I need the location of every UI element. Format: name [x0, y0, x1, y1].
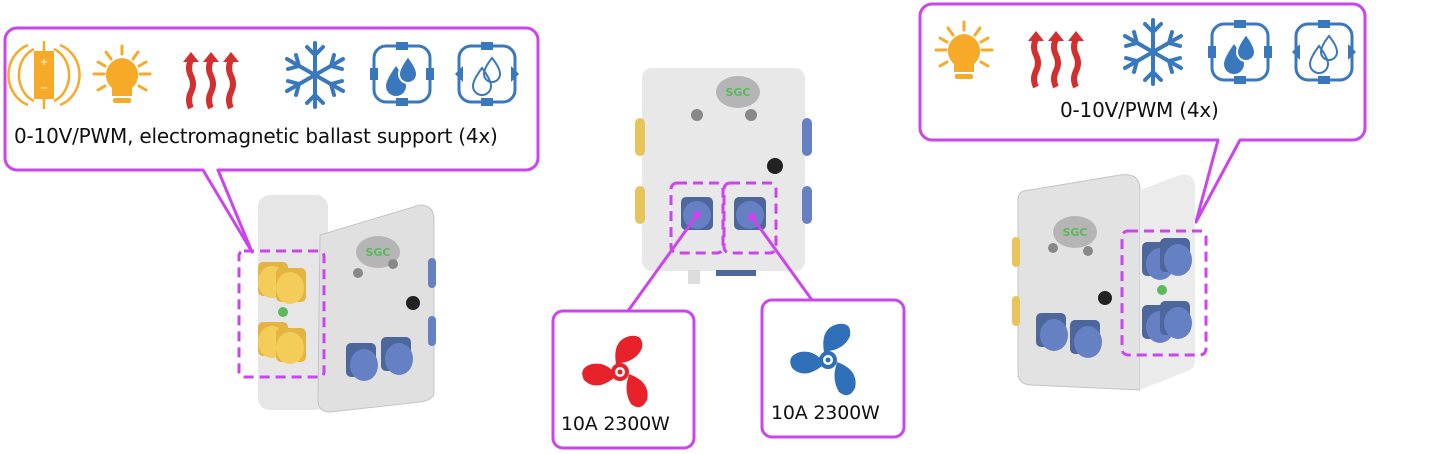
logo: [1053, 216, 1097, 248]
power-socket: [1036, 313, 1068, 351]
controller-box-center: [626, 68, 814, 312]
blue-socket: [1160, 301, 1192, 339]
heating-icon: [183, 52, 239, 108]
fan-right-caption: 10A 2300W: [771, 402, 880, 424]
indicator-light: [1098, 291, 1112, 305]
left-callout: [3, 26, 540, 254]
electromagnetic-ballast-icon: [7, 39, 81, 111]
fan-left-caption: 10A 2300W: [561, 413, 670, 435]
logo: [716, 76, 760, 108]
power-socket: [346, 343, 378, 381]
yellow-socket: [276, 268, 306, 304]
blue-socket: [1160, 238, 1192, 276]
fan-callout-right: [760, 298, 906, 439]
indicator-light: [406, 296, 420, 310]
highlight-frame: [1120, 229, 1208, 357]
controller-box-left: [237, 195, 436, 413]
yellow-socket: [276, 328, 306, 364]
controller-box-right: [1012, 174, 1208, 391]
right-callout: [918, 2, 1367, 224]
power-socket: [381, 337, 413, 375]
left-callout-caption: 0-10V/PWM, electromagnetic ballast suppo…: [14, 124, 498, 148]
right-callout-caption: 0-10V/PWM (4x): [1060, 98, 1219, 122]
highlight-frame: [237, 249, 326, 379]
heating-icon: [1028, 31, 1084, 87]
power-socket: [1070, 320, 1102, 358]
indicator-light: [767, 158, 783, 174]
